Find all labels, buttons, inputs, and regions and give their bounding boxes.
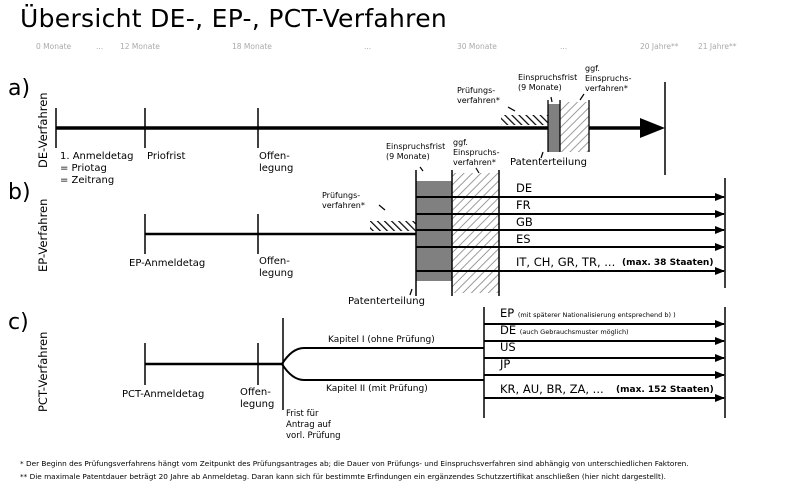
ep-pruefung-block [370,221,416,231]
ep-pruefung-label: Prüfungs-verfahren* [322,191,365,210]
de-einspruchsfrist-label: Einspruchsfrist(9 Monate) [518,73,578,92]
section-b-label: EP-Verfahren [36,198,50,272]
section-a-label: DE-Verfahren [36,92,50,168]
tick-30-monate: 30 Monate [457,42,497,51]
ep-country-gb: GB [516,215,533,229]
section-a-letter: a) [8,76,31,101]
de-offenlegung-label: Offen-legung [259,151,294,174]
tick-21-jahre: 21 Jahre** [698,42,737,51]
de-timeline [55,82,666,175]
pct-max-note: (max. 152 Staaten) [616,385,714,395]
tick-ellipsis-2: ... [364,42,372,51]
tick-20-jahre: 20 Jahre** [640,42,679,51]
ep-country-fr: FR [516,198,531,212]
tick-ellipsis-3: ... [560,42,568,51]
de-einspruchsverfahren-label: ggf.Einspruchs-verfahren* [585,64,632,93]
pct-kapitel2-label: Kapitel II (mit Prüfung) [326,384,428,394]
de-patenterteilung-label: Patenterteilung [510,157,587,168]
footnote-1: * Der Beginn des Prüfungsverfahrens häng… [20,459,689,468]
ep-country-de: DE [516,181,533,195]
pct-kapitel1-line [281,347,484,365]
ep-einspruchsverfahren-label: ggf.Einspruchs-verfahren* [453,138,500,167]
ep-max-note: (max. 38 Staaten) [622,258,714,268]
pct-kapitel2-line [281,363,484,381]
ep-anmeldetag-label: EP-Anmeldetag [129,258,206,269]
de-pruefung-label: Prüfungs-verfahren* [457,86,500,105]
ep-country-es: ES [516,232,531,246]
pct-country-jp: JP [500,357,511,371]
de-einspruchsfrist-block [548,104,560,152]
pct-country-de: DE (auch Gebrauchsmuster möglich) [500,323,629,337]
ep-einspruchsfrist-label: Einspruchsfrist(9 Monate) [386,142,446,161]
pct-offenlegung-label: Offen-legung [240,387,275,410]
pct-country-us: US [500,340,516,354]
tick-12-monate: 12 Monate [120,42,160,51]
pct-kapitel1-label: Kapitel I (ohne Prüfung) [328,335,435,345]
pct-country-ep: EP (mit späterer Nationalisierung entspr… [500,306,676,320]
footnote-2: ** Die maximale Patentdauer beträgt 20 J… [20,472,666,481]
ep-timeline [144,166,726,296]
de-anmeldetag-label: 1. Anmeldetag= Priotag= Zeitrang [60,151,134,186]
de-priofrist-label: Priofrist [147,151,186,162]
de-einspruchsverfahren-block [560,102,589,152]
de-arrowhead [640,118,665,138]
pct-anmeldetag-label: PCT-Anmeldetag [122,389,205,400]
section-c-letter: c) [8,310,29,335]
section-c-label: PCT-Verfahren [36,331,50,412]
section-b-letter: b) [8,180,31,205]
pct-timeline [144,307,726,418]
pct-country-others: KR, AU, BR, ZA, ... [500,382,604,396]
tick-18-monate: 18 Monate [232,42,272,51]
ep-patenterteilung-label: Patenterteilung [348,296,425,307]
tick-ellipsis-1: ... [96,42,104,51]
tick-0-monate: 0 Monate [36,42,72,51]
de-pruefung-block [501,115,548,125]
page-title: Übersicht DE-, EP-, PCT-Verfahren [20,4,448,33]
ep-country-others: IT, CH, GR, TR, ... [516,255,616,269]
ep-einspruchsverfahren-block [452,173,499,293]
ep-offenlegung-label: Offen-legung [259,256,294,279]
